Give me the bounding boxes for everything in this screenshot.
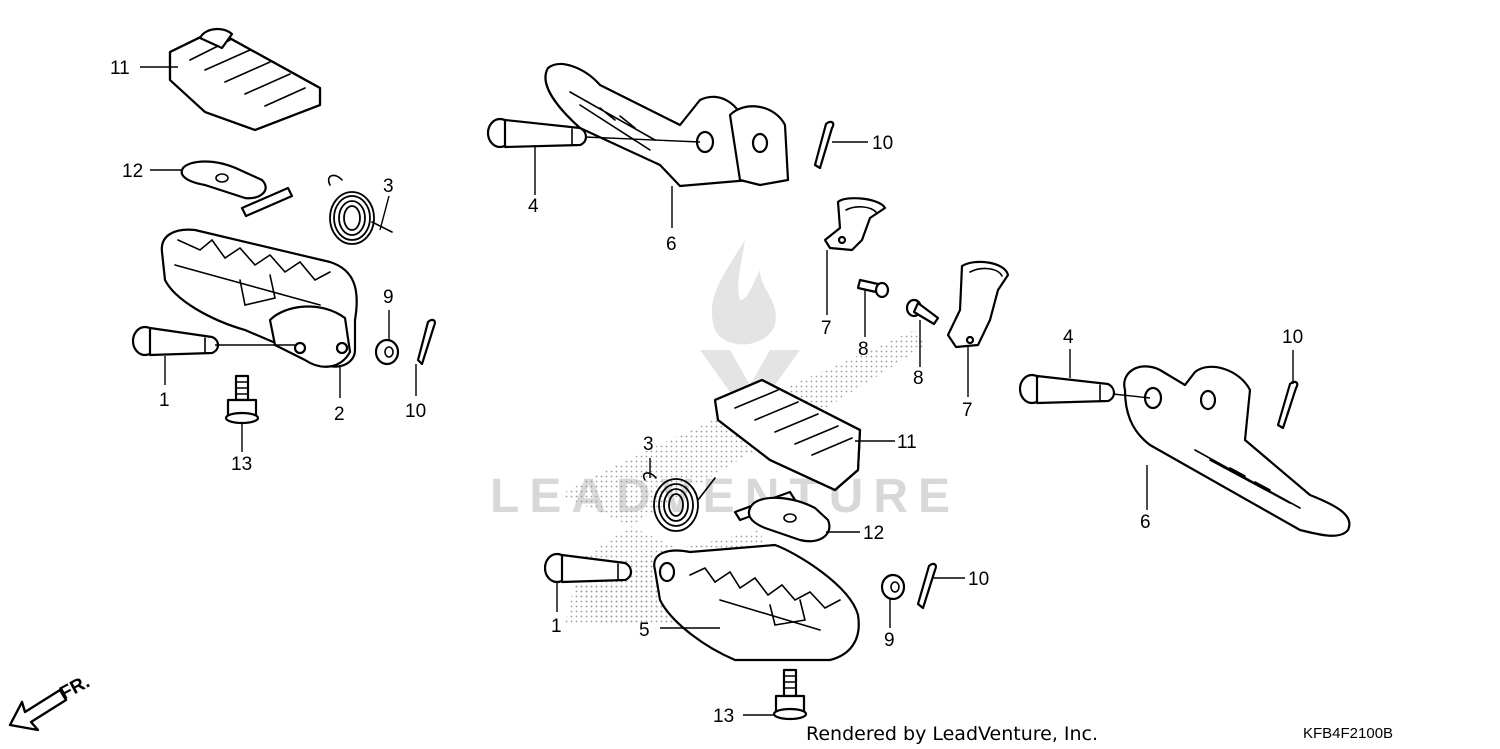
callout-6: 6 bbox=[666, 234, 677, 255]
callout-10: 10 bbox=[1282, 327, 1303, 348]
callout-10: 10 bbox=[872, 133, 893, 154]
part-footpeg-right bbox=[653, 543, 860, 662]
callout-12: 12 bbox=[122, 161, 143, 182]
callout-3: 3 bbox=[643, 434, 654, 455]
part-bracket-right bbox=[1123, 365, 1351, 537]
callout-7: 7 bbox=[962, 400, 973, 421]
part-rubber-pad-right bbox=[713, 378, 862, 492]
part-rubber-pad-left bbox=[168, 28, 322, 132]
part-plate-right bbox=[733, 490, 831, 543]
part-cotter-top bbox=[813, 120, 835, 170]
callout-12: 12 bbox=[863, 523, 884, 544]
callout-2: 2 bbox=[334, 404, 345, 425]
callout-7: 7 bbox=[821, 318, 832, 339]
part-bolt-lower bbox=[905, 298, 940, 326]
part-pin-right bbox=[1018, 373, 1116, 405]
part-washer-left bbox=[374, 338, 400, 366]
part-clamp-upper bbox=[823, 197, 887, 252]
callout-6: 6 bbox=[1140, 512, 1151, 533]
part-spring-left bbox=[327, 174, 393, 245]
callout-10: 10 bbox=[405, 401, 426, 422]
callout-8: 8 bbox=[913, 368, 924, 389]
part-clamp-lower bbox=[946, 260, 1010, 349]
part-pin-right-lower bbox=[543, 552, 633, 584]
callout-3: 3 bbox=[383, 176, 394, 197]
watermark-text: LEADVENTURE bbox=[490, 470, 960, 523]
callout-13: 13 bbox=[713, 706, 734, 727]
callout-4: 4 bbox=[528, 196, 539, 217]
callout-4: 4 bbox=[1063, 327, 1074, 348]
callout-10: 10 bbox=[968, 569, 989, 590]
leader-lines bbox=[140, 66, 1294, 716]
part-pin-left bbox=[131, 325, 220, 357]
part-bracket-top bbox=[544, 63, 790, 188]
watermark: LEADVENTURE bbox=[490, 240, 960, 523]
part-bolt-left bbox=[224, 374, 260, 425]
watermark-flame-icon bbox=[711, 240, 776, 345]
callout-11: 11 bbox=[897, 432, 917, 453]
part-cotter-right bbox=[1276, 380, 1299, 430]
callout-13: 13 bbox=[231, 454, 252, 475]
callout-1: 1 bbox=[551, 616, 562, 637]
part-plate-left bbox=[180, 160, 294, 218]
part-cotter-left bbox=[416, 318, 436, 366]
part-bolt-right bbox=[772, 668, 808, 721]
part-pin-top bbox=[486, 117, 588, 149]
callout-11: 11 bbox=[110, 58, 130, 79]
callout-1: 1 bbox=[159, 390, 170, 411]
callout-8: 8 bbox=[858, 339, 869, 360]
front-direction-marker: FR. bbox=[8, 672, 93, 732]
callout-5: 5 bbox=[639, 620, 650, 641]
part-cotter-right-lower bbox=[916, 562, 937, 610]
part-bolt-upper bbox=[856, 278, 890, 299]
part-footpeg-left bbox=[160, 228, 358, 368]
arrow-front-icon bbox=[8, 688, 68, 732]
callout-9: 9 bbox=[383, 287, 394, 308]
diagram-code: KFB4F2100B bbox=[1303, 725, 1393, 742]
callout-9: 9 bbox=[884, 630, 895, 651]
credit-text: Rendered by LeadVenture, Inc. bbox=[806, 723, 1098, 745]
part-washer-right bbox=[880, 573, 906, 601]
part-spring-right bbox=[642, 472, 716, 532]
callouts: 11 12 3 9 1 2 10 13 4 6 10 7 8 8 7 4 10 … bbox=[110, 58, 1303, 727]
